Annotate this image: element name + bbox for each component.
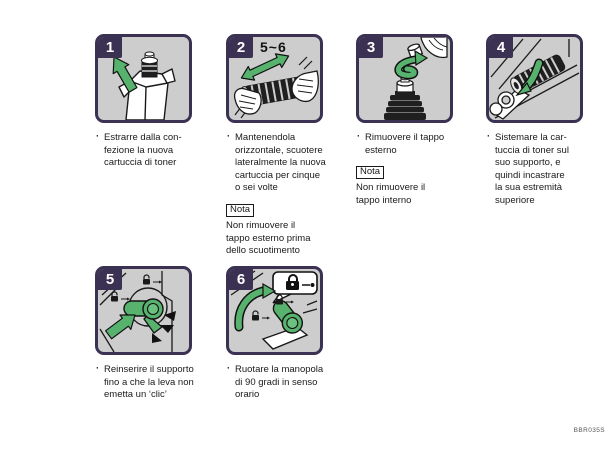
note-block: Nota Non rimuovere il tappo interno	[356, 166, 490, 207]
note-line: tappo esterno prima	[226, 232, 311, 244]
up-arrow-icon	[112, 56, 138, 93]
caption-line: di 90 gradi in senso	[235, 376, 318, 388]
step-3-panel: 3	[356, 34, 453, 123]
step-number-badge: 3	[359, 37, 383, 58]
note-line: tappo interno	[356, 194, 412, 206]
lock-callout-bubble	[272, 271, 318, 304]
caption-line: tuccia di toner sul	[495, 144, 569, 156]
shake-count-label: 5~6	[260, 39, 287, 55]
step-3: 3 · Rimuovere il tappo esterno Nota Non r…	[356, 34, 490, 207]
step-5-caption: · Reinserire il supporto fino a che la le…	[95, 363, 229, 402]
rotate-knob-illustration	[230, 270, 318, 350]
bullet: ·	[357, 131, 361, 142]
caption-line: cartuccia di toner	[104, 157, 177, 169]
toner-cap	[141, 51, 158, 78]
push-arrow-icon	[104, 314, 136, 340]
step-4: 4 · Sistemare la car- tuccia di toner sul…	[486, 34, 616, 208]
note-block: Nota Non rimuovere il tappo esterno prim…	[226, 203, 360, 258]
step-1-panel: 1	[95, 34, 192, 123]
reinsert-holder-illustration	[99, 271, 176, 352]
bullet: ·	[96, 363, 100, 374]
note-label: Nota	[226, 203, 255, 217]
click-marks	[152, 311, 176, 343]
open-box-illustration	[112, 51, 176, 120]
step-4-panel: 4	[486, 34, 583, 123]
caption-line: Ruotare la manopola	[235, 364, 324, 375]
step-5-panel: 5	[95, 266, 192, 355]
caption-line: Mantenendola	[235, 132, 296, 143]
caption-line: esterno	[365, 144, 397, 156]
rotate-arrow-icon	[234, 282, 277, 332]
caption-line: quindi incastrare	[495, 169, 565, 181]
step-number-badge: 2	[229, 37, 253, 58]
figure-code: BBR035S	[573, 427, 605, 434]
caption-line: superiore	[495, 194, 535, 206]
caption-line: Rimuovere il tappo	[365, 132, 445, 143]
remove-outer-cap-illustration	[384, 37, 448, 120]
green-knob	[272, 300, 304, 334]
caption-line: Reinserire il supporto	[104, 364, 194, 375]
step-number-badge: 1	[98, 37, 122, 58]
step-5: 5 · Reinserire il supporto fino a che la …	[95, 266, 229, 402]
caption-line: emetta un ‘clic’	[104, 389, 167, 401]
bottle	[384, 75, 426, 120]
caption-line: orizzontale, scuotere	[235, 144, 323, 156]
bullet: ·	[227, 131, 231, 142]
caption-line: o sei volte	[235, 182, 278, 194]
hand-with-cap	[407, 37, 448, 59]
step-6-panel: 6	[226, 266, 323, 355]
note-line: Non rimuovere il	[356, 182, 426, 194]
lock-icon	[276, 294, 294, 305]
caption-line: lateralmente la nuova	[235, 157, 326, 169]
down-arrow-icon	[515, 58, 544, 97]
unlock-icon	[143, 274, 162, 285]
caption-line: Sistemare la car-	[495, 132, 567, 143]
step-1: 1 · Estrarre dalla con- fezione la nuova …	[95, 34, 229, 170]
green-knob	[123, 298, 164, 334]
caption-line: Estrarre dalla con-	[104, 132, 182, 143]
bullet: ·	[487, 131, 491, 142]
shake-cartridge-illustration	[233, 53, 319, 119]
caption-line: la sua estremità	[495, 182, 563, 194]
shake-arrow-icon	[240, 53, 290, 81]
step-number-badge: 4	[489, 37, 513, 58]
step-1-caption: · Estrarre dalla con- fezione la nuova ca…	[95, 131, 229, 170]
note-line: Non rimuovere il	[226, 219, 296, 231]
caption-line: fino a che la leva non	[104, 376, 194, 388]
step-3-caption: · Rimuovere il tappo esterno Nota Non rim…	[356, 131, 490, 207]
install-cartridge-illustration	[489, 38, 580, 120]
step-number-badge: 5	[98, 269, 122, 290]
hands	[233, 70, 319, 115]
step-number-badge: 6	[229, 269, 253, 290]
unlock-icon	[252, 310, 270, 321]
step-4-caption: · Sistemare la car- tuccia di toner sul s…	[486, 131, 616, 208]
caption-line: orario	[235, 389, 260, 401]
unlock-icon	[111, 291, 130, 302]
caption-line: cartuccia per cinque	[235, 169, 321, 181]
step-6-caption: · Ruotare la manopola di 90 gradi in sens…	[226, 363, 360, 402]
lock-icon	[286, 274, 299, 290]
bullet: ·	[96, 131, 100, 142]
caption-line: fezione la nuova	[104, 144, 174, 156]
step-2-caption: · Mantenendola orizzontale, scuotere late…	[226, 131, 360, 258]
note-label: Nota	[356, 166, 385, 180]
note-line: dello scuotimento	[226, 245, 300, 257]
spiral-arrow-icon	[394, 49, 429, 80]
step-2-panel: 2 5~6	[226, 34, 323, 123]
caption-line: suo supporto, e	[495, 157, 561, 169]
step-6: 6 · Ruotare la manopola di 90 gradi in se…	[226, 266, 360, 402]
bullet: ·	[227, 363, 231, 374]
cartridge-holder	[489, 88, 531, 120]
step-2: 2 5~6 · Mantenendola orizzontale, scuoter…	[226, 34, 360, 258]
